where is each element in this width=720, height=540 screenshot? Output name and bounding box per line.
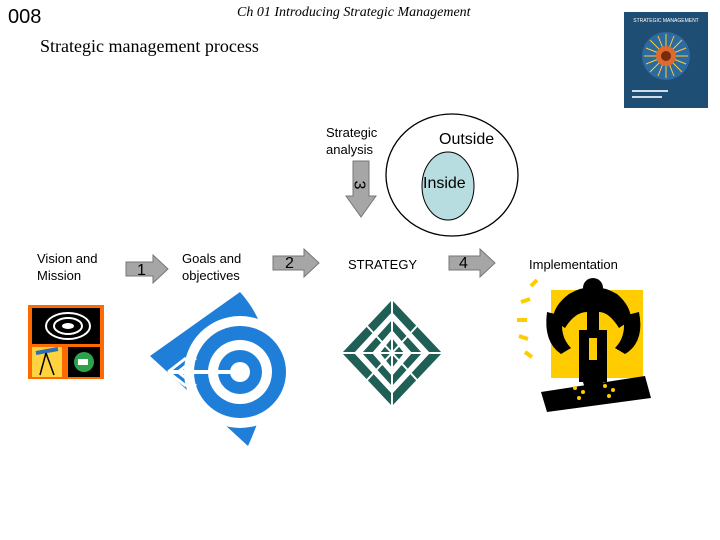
- right-arrow-4: [448, 248, 496, 278]
- strategy-label: STRATEGY: [348, 257, 418, 272]
- strategy-pattern-icon: [342, 300, 442, 406]
- arrow-number-1: 1: [137, 262, 146, 279]
- outside-label: Outside: [439, 131, 495, 148]
- arrow-number-2: 2: [285, 255, 294, 272]
- arrow-number-3: 3: [350, 180, 368, 190]
- slide-number: 008: [8, 6, 42, 28]
- right-arrow-2: [272, 248, 320, 278]
- outside-circle: [385, 113, 519, 237]
- implementation-worker-icon: [517, 278, 651, 412]
- vision-mission-label: Vision and Mission: [37, 251, 98, 283]
- environment-circles: [385, 113, 519, 237]
- book-cover-image: STRATEGIC MANAGEMENT: [624, 12, 708, 108]
- slide-title: Strategic management process: [40, 36, 259, 56]
- sunburst-icon: [642, 32, 690, 80]
- arrow-number-4: 4: [459, 255, 468, 272]
- target-clipart-icon: [150, 292, 296, 446]
- down-arrow-3: [345, 160, 377, 218]
- right-arrow-1: [125, 254, 169, 284]
- vision-clipart-icon: [28, 305, 104, 379]
- strategic-analysis-label: Strategic analysis: [326, 125, 378, 157]
- goals-objectives-label: Goals and objectives: [182, 251, 242, 283]
- inside-label: Inside: [423, 175, 466, 192]
- implementation-label: Implementation: [529, 257, 618, 272]
- inside-circle: [421, 151, 475, 221]
- book-cover-title: STRATEGIC MANAGEMENT: [633, 18, 698, 24]
- chapter-title: Ch 01 Introducing Strategic Management: [237, 5, 471, 20]
